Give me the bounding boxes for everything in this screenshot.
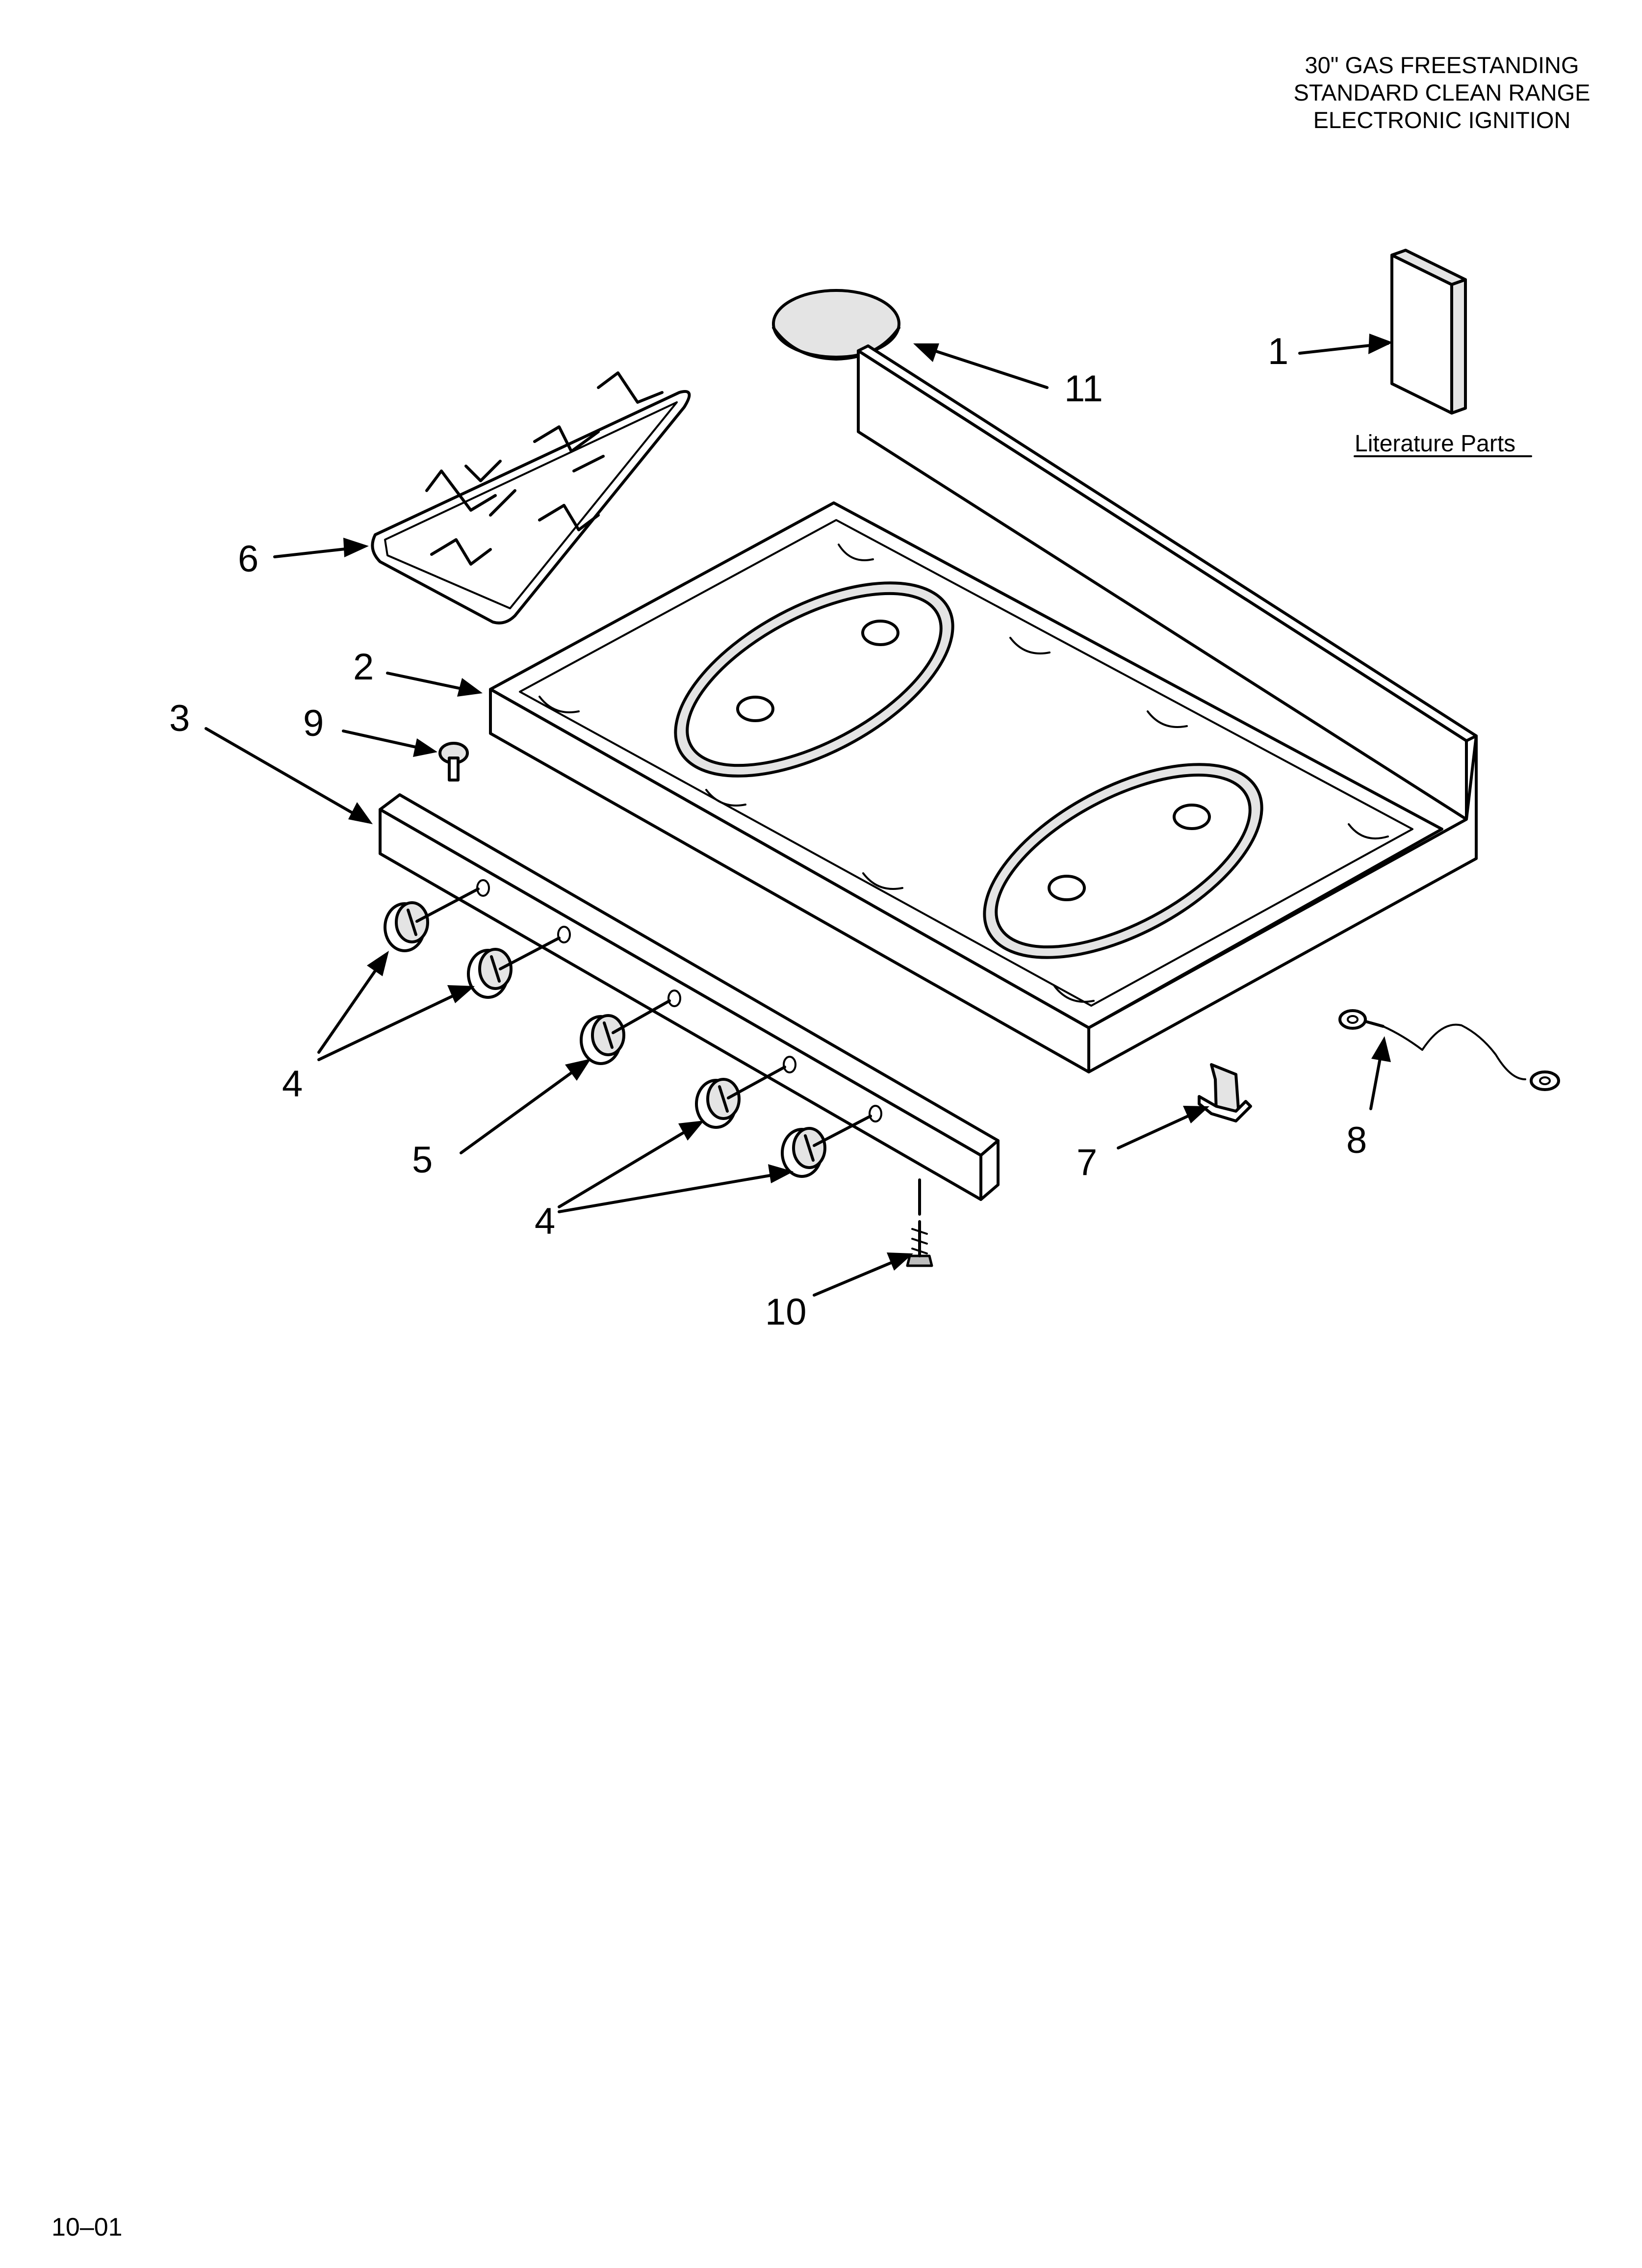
- callout-4-lower: 4: [535, 1200, 555, 1242]
- diagram-title: 30" GAS FREESTANDING STANDARD CLEAN RANG…: [1197, 52, 1642, 134]
- title-line-2: STANDARD CLEAN RANGE: [1293, 79, 1591, 105]
- literature-parts-label: Literature Parts: [1355, 431, 1515, 457]
- literature-booklet: [1390, 249, 1467, 415]
- title-line-1: 30" GAS FREESTANDING: [1305, 52, 1579, 78]
- callout-1: 1: [1268, 331, 1288, 372]
- callout-5: 5: [412, 1139, 433, 1181]
- title-line-3: ELECTRONIC IGNITION: [1313, 107, 1571, 133]
- cooktop-panel: [489, 344, 1478, 1073]
- burner-cap-disc: [772, 289, 900, 361]
- callout-8: 8: [1346, 1120, 1367, 1161]
- screw: [906, 1178, 933, 1267]
- manifold-panel: [379, 793, 1000, 1201]
- callout-2: 2: [353, 646, 374, 688]
- control-knob: [384, 901, 429, 952]
- callout-9: 9: [303, 703, 324, 744]
- callout-11: 11: [1064, 368, 1103, 410]
- control-knob: [695, 1078, 741, 1129]
- control-knob: [467, 948, 513, 999]
- leader-lines: [205, 334, 1393, 1297]
- burner-grate: [371, 371, 691, 625]
- clip-bracket: [1198, 1063, 1252, 1122]
- callout-3: 3: [169, 698, 190, 739]
- callout-4-upper: 4: [282, 1063, 303, 1105]
- control-knob: [781, 1127, 826, 1178]
- footer-code: 10–01: [51, 2213, 123, 2242]
- pin-screw: [438, 742, 469, 782]
- control-knob: [580, 1014, 625, 1065]
- ground-wire: [1338, 1009, 1560, 1091]
- callout-10: 10: [765, 1291, 807, 1333]
- callout-6: 6: [238, 538, 258, 580]
- callout-7: 7: [1077, 1142, 1097, 1183]
